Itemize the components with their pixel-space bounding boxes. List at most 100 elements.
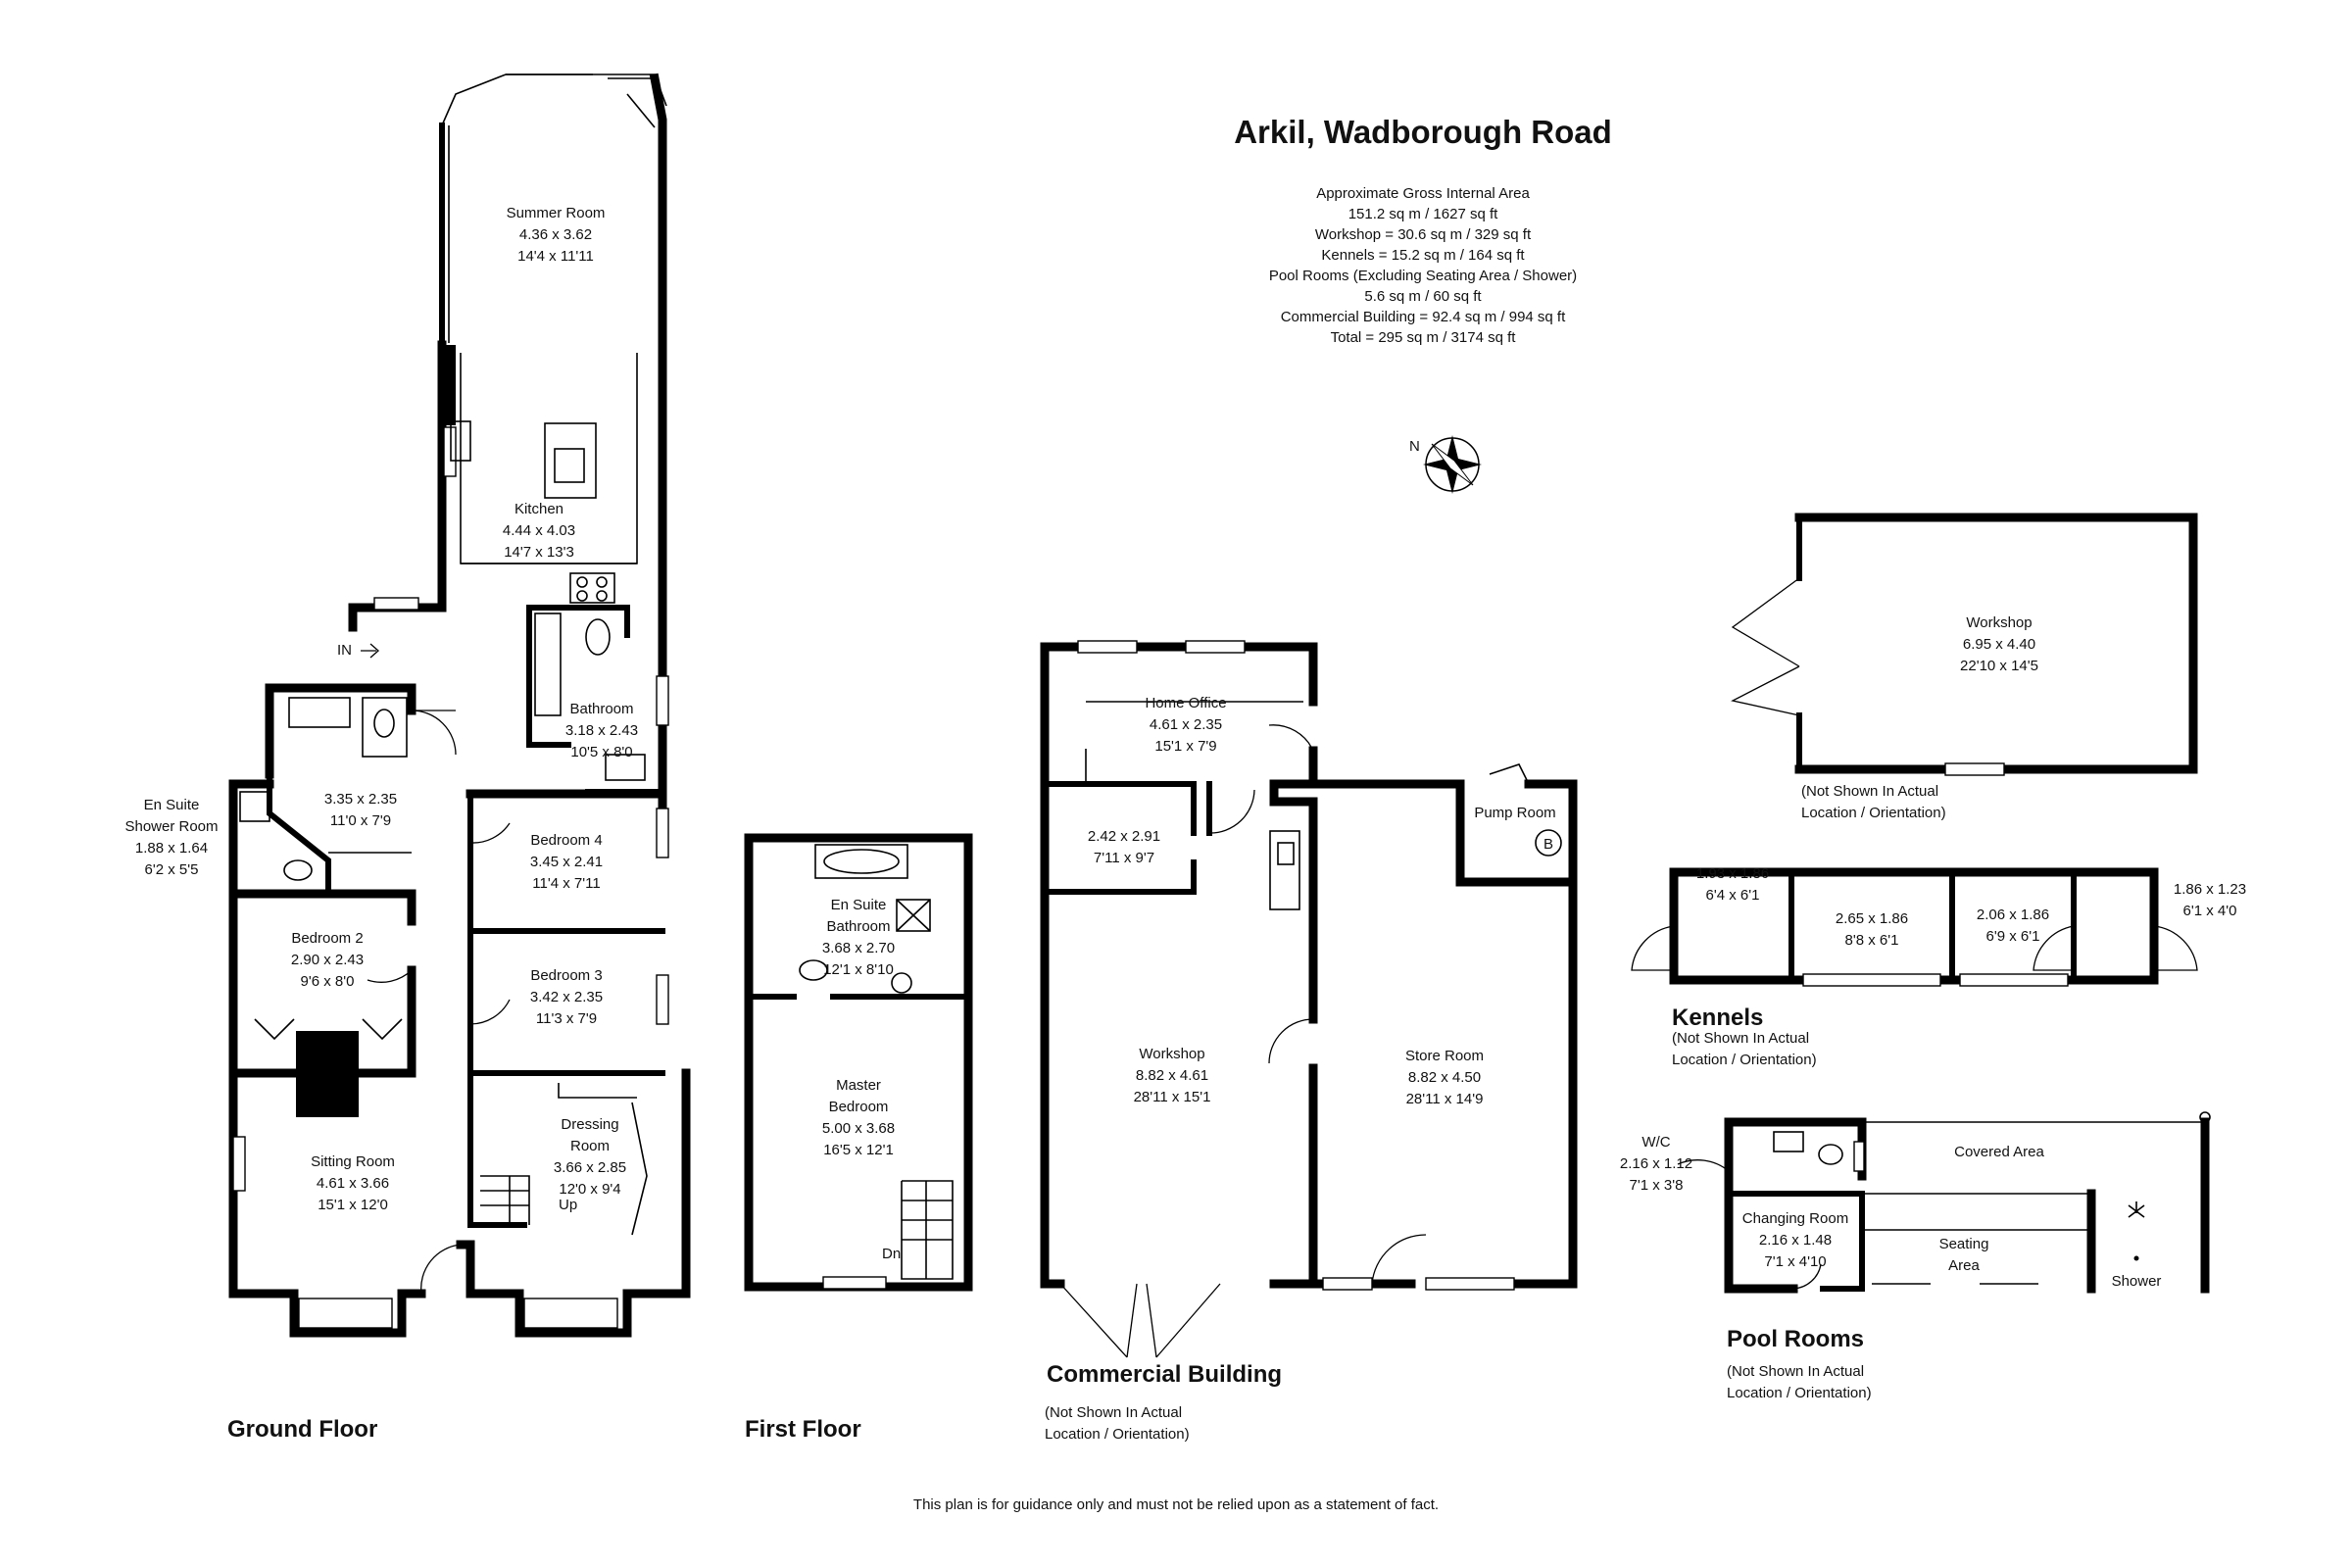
ground-floor-label: Ground Floor: [227, 1416, 377, 1443]
kennels-plan: [1631, 867, 2198, 987]
room-name: Bedroom 3: [530, 967, 602, 984]
room-dims-metric: 2.16 x 1.12: [1620, 1155, 1692, 1172]
kennels-note: Location / Orientation): [1672, 1052, 1817, 1068]
room-dims-imperial: 7'1 x 4'10: [1764, 1253, 1826, 1270]
room-dims-imperial: 28'11 x 15'1: [1134, 1089, 1211, 1105]
room-dims-metric: 3.42 x 2.35: [530, 989, 603, 1005]
room-kennel-1: 1.93 x 1.86 6'4 x 6'1: [1696, 865, 1769, 904]
area-line: Kennels = 15.2 sq m / 164 sq ft: [1321, 247, 1525, 264]
room-dims-imperial: 14'7 x 13'3: [504, 544, 574, 561]
room-dims-imperial: 11'0 x 7'9: [330, 812, 391, 829]
room-small: 2.42 x 2.91 7'11 x 9'7: [1088, 828, 1160, 866]
room-name: En Suite: [144, 797, 200, 813]
room-name: Workshop: [1139, 1046, 1204, 1062]
compass-label: N: [1409, 438, 1420, 455]
room-dims-metric: 3.68 x 2.70: [822, 940, 895, 956]
commercial-note: Location / Orientation): [1045, 1426, 1190, 1443]
room-dims-metric: 2.42 x 2.91: [1088, 828, 1160, 845]
room-ensuite-bath: En Suite Bathroom 3.68 x 2.70 12'1 x 8'1…: [822, 897, 895, 978]
room-dressing: Dressing Room 3.66 x 2.85 12'0 x 9'4: [554, 1116, 626, 1198]
room-master-bedroom: Master Bedroom 5.00 x 3.68 16'5 x 12'1: [822, 1077, 895, 1158]
area-summary: Approximate Gross Internal Area 151.2 sq…: [1269, 185, 1577, 346]
room-name: Bathroom: [826, 918, 890, 935]
room-dims-imperial: 22'10 x 14'5: [1960, 658, 2038, 674]
stairs-down-label: Dn: [882, 1246, 901, 1262]
room-dims-imperial: 7'11 x 9'7: [1094, 850, 1154, 866]
area-line: 5.6 sq m / 60 sq ft: [1364, 288, 1482, 305]
room-dims-imperial: 8'8 x 6'1: [1845, 932, 1899, 949]
area-line: Workshop = 30.6 sq m / 329 sq ft: [1315, 226, 1532, 243]
room-dims-metric: 2.16 x 1.48: [1759, 1232, 1832, 1249]
room-dims-metric: 1.88 x 1.64: [135, 840, 208, 857]
room-summer: Summer Room 4.36 x 3.62 14'4 x 11'11: [507, 205, 606, 265]
room-wc: W/C 2.16 x 1.12 7'1 x 3'8: [1620, 1134, 1692, 1194]
room-name: Store Room: [1405, 1048, 1484, 1064]
room-name: Workshop: [1966, 614, 2032, 631]
room-dims-imperial: 6'2 x 5'5: [145, 861, 199, 878]
room-dims-imperial: 16'5 x 12'1: [823, 1142, 894, 1158]
kennels-label: Kennels: [1672, 1004, 1763, 1031]
room-dims-imperial: 12'0 x 9'4: [559, 1181, 620, 1198]
room-dims-metric: 2.65 x 1.86: [1836, 910, 1908, 927]
room-dims-imperial: 6'1 x 4'0: [2183, 903, 2237, 919]
room-name: En Suite: [831, 897, 887, 913]
room-dims-metric: 4.61 x 2.35: [1150, 716, 1222, 733]
room-dims-metric: 1.86 x 1.23: [2174, 881, 2246, 898]
plan-title: Arkil, Wadborough Road: [1234, 114, 1612, 150]
area-line: Commercial Building = 92.4 sq m / 994 sq…: [1281, 309, 1566, 325]
room-kennel-3: 2.06 x 1.86 6'9 x 6'1: [1977, 906, 2049, 945]
pool-rooms-label: Pool Rooms: [1727, 1326, 1864, 1352]
disclaimer: This plan is for guidance only and must …: [913, 1496, 1439, 1513]
room-name: Changing Room: [1742, 1210, 1848, 1227]
room-dims-metric: 3.45 x 2.41: [530, 854, 603, 870]
room-name: Sitting Room: [311, 1153, 395, 1170]
room-dims-metric: 5.00 x 3.68: [822, 1120, 895, 1137]
boiler-icon: B: [1544, 836, 1553, 853]
room-bathroom: Bathroom 3.18 x 2.43 10'5 x 8'0: [565, 701, 638, 760]
seating-area: Seating Area: [1939, 1236, 1989, 1274]
area-line: Approximate Gross Internal Area: [1316, 185, 1530, 202]
room-dims-metric: 3.66 x 2.85: [554, 1159, 626, 1176]
shower-label: Shower: [2112, 1273, 2162, 1290]
room-dims-imperial: 9'6 x 8'0: [301, 973, 355, 990]
room-dims-metric: 6.95 x 4.40: [1963, 636, 2035, 653]
workshop-note: Location / Orientation): [1801, 805, 1946, 821]
commercial-building-plan: [1040, 640, 1578, 1358]
commercial-note: (Not Shown In Actual: [1045, 1404, 1182, 1421]
room-dims-metric: 1.93 x 1.86: [1696, 865, 1769, 882]
room-name: Bedroom: [829, 1099, 889, 1115]
room-name: Pump Room: [1474, 805, 1555, 821]
room-changing: Changing Room 2.16 x 1.48 7'1 x 4'10: [1742, 1210, 1848, 1270]
room-dims-metric: 3.35 x 2.35: [324, 791, 397, 808]
entrance-arrow-icon: [361, 643, 379, 659]
entrance-label: IN: [337, 642, 352, 659]
room-name: Bedroom 4: [530, 832, 602, 849]
room-name: Summer Room: [507, 205, 606, 221]
room-pump: Pump Room B: [1474, 805, 1555, 853]
room-kennel-2: 2.65 x 1.86 8'8 x 6'1: [1836, 910, 1908, 949]
room-dims-imperial: 6'4 x 6'1: [1706, 887, 1760, 904]
room-dims-imperial: 15'1 x 7'9: [1154, 738, 1216, 755]
room-dims-metric: 4.61 x 3.66: [317, 1175, 389, 1192]
room-dims-imperial: 12'1 x 8'10: [823, 961, 894, 978]
area-line: Pool Rooms (Excluding Seating Area / Sho…: [1269, 268, 1577, 284]
room-dims-imperial: 7'1 x 3'8: [1630, 1177, 1684, 1194]
room-name: W/C: [1642, 1134, 1670, 1151]
room-dims-metric: 2.06 x 1.86: [1977, 906, 2049, 923]
area-line: 151.2 sq m / 1627 sq ft: [1348, 206, 1498, 222]
room-name: Master: [836, 1077, 881, 1094]
workshop-plan: [1731, 513, 2198, 776]
room-utility: 3.35 x 2.35 11'0 x 7'9: [324, 791, 397, 829]
room-dims-metric: 3.18 x 2.43: [565, 722, 638, 739]
room-dims-metric: 8.82 x 4.50: [1408, 1069, 1481, 1086]
room-name: Dressing: [561, 1116, 618, 1133]
room-dims-metric: 2.90 x 2.43: [291, 952, 364, 968]
room-name: Home Office: [1145, 695, 1226, 711]
room-name: Area: [1948, 1257, 1980, 1274]
room-dims-imperial: 14'4 x 11'11: [517, 248, 594, 265]
room-kennel-4: 1.86 x 1.23 6'1 x 4'0: [2174, 881, 2246, 919]
room-dims-metric: 4.36 x 3.62: [519, 226, 592, 243]
shower-icon: [2128, 1201, 2145, 1261]
pool-note: Location / Orientation): [1727, 1385, 1872, 1401]
